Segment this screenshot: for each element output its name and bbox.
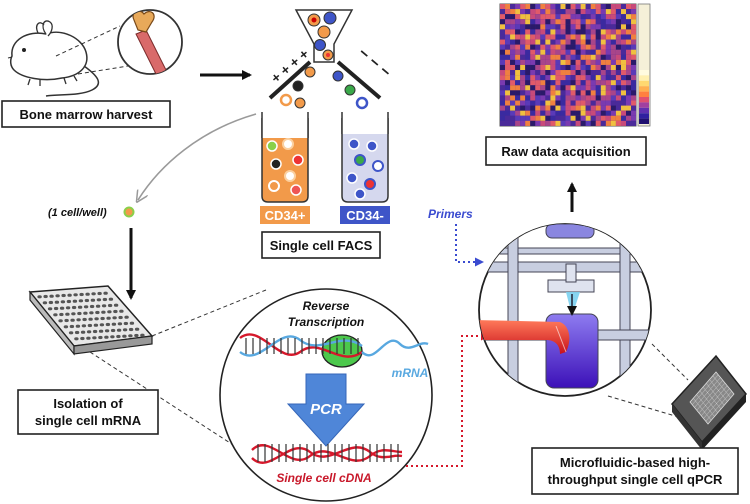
- single-cell-facs-box: [261, 231, 381, 259]
- reverse-label: Reverse: [303, 299, 350, 313]
- sorted-cells-left: [279, 66, 316, 109]
- microfluidic-valve-view: [478, 223, 652, 397]
- cell-icon: [123, 206, 135, 218]
- pcr-label: PCR: [310, 401, 342, 418]
- dna-helix-icon: [239, 333, 429, 358]
- test-tube-icon: [341, 112, 389, 203]
- arrow-primers-to-chip: [455, 224, 484, 267]
- bone-icon: [117, 9, 183, 75]
- dna-helix-icon: [251, 444, 403, 464]
- microfluidic-chip-icon: [671, 354, 747, 450]
- arrow-cdna-to-chip: [406, 331, 490, 467]
- isolation-box: [17, 389, 159, 435]
- test-tube-icon: [261, 112, 309, 203]
- isolation-label-line1: Isolation of: [53, 396, 123, 411]
- minus-signs: − − −: [355, 45, 394, 82]
- raw-data-box: [485, 136, 647, 166]
- primers-label: Primers: [428, 207, 473, 221]
- cd34-neg-label: CD34-: [346, 208, 384, 223]
- microfluidic-box: [531, 447, 739, 495]
- well-plate-icon: [28, 285, 154, 356]
- cd34-pos-label: CD34+: [265, 208, 306, 223]
- cd34-pos-badge: [260, 206, 310, 224]
- arrow-tube-to-well: [138, 113, 257, 200]
- bone-marrow-harvest-label: Bone marrow harvest: [20, 107, 154, 122]
- mrna-label: mRNA: [392, 366, 429, 380]
- raw-data-label: Raw data acquisition: [501, 144, 630, 159]
- transcription-label: Transcription: [288, 315, 364, 329]
- cd34-neg-badge: [340, 206, 390, 224]
- funnel-icon: [294, 9, 354, 63]
- single-cell-cdna-label: Single cell cDNA: [276, 471, 371, 485]
- bone-marrow-harvest-box: [1, 100, 171, 128]
- pcr-arrow: [286, 373, 366, 447]
- heatmap-icon: [499, 3, 651, 127]
- single-cell-facs-label: Single cell FACS: [270, 238, 373, 253]
- isolation-label-line2: single cell mRNA: [35, 413, 142, 428]
- microfluidic-label-line1: Microfluidic-based high-: [560, 455, 710, 470]
- mouse-icon: [7, 20, 100, 97]
- sorted-cells-right: [332, 70, 369, 110]
- microfluidic-label-line2: throughput single cell qPCR: [548, 472, 723, 487]
- one-cell-per-well-label: (1 cell/well): [48, 207, 107, 219]
